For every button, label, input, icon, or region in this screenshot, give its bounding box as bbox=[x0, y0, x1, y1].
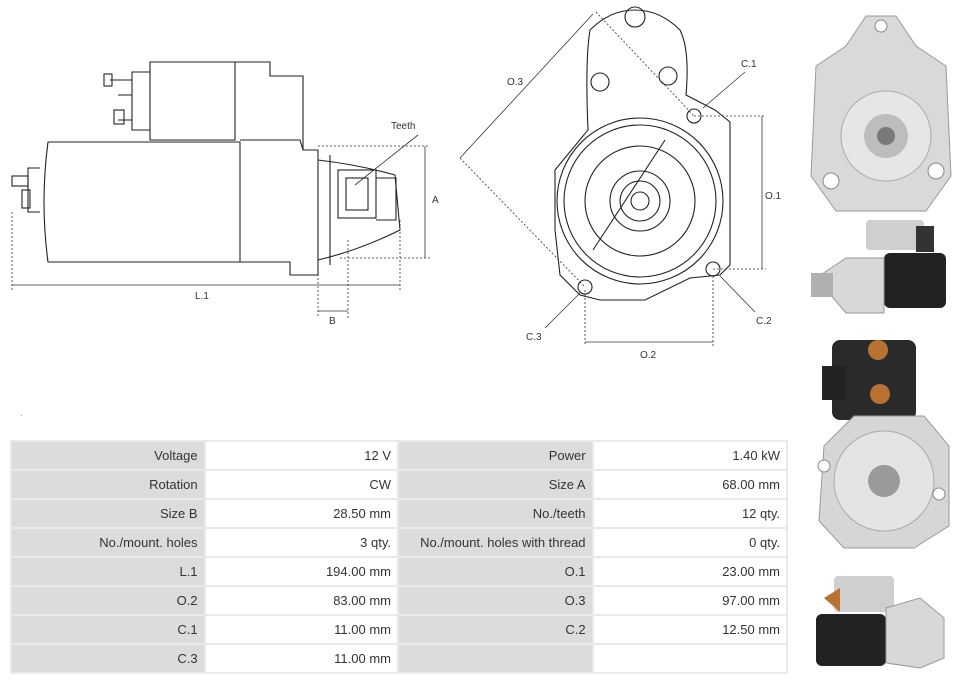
spec-label: No./teeth bbox=[397, 498, 594, 529]
product-photo-side bbox=[811, 220, 946, 314]
spec-value: CW bbox=[203, 469, 400, 500]
label-b: B bbox=[329, 316, 336, 327]
label-c3: C.3 bbox=[526, 332, 542, 343]
spec-value: 1.40 kW bbox=[591, 440, 789, 471]
spec-label: O.2 bbox=[10, 585, 206, 616]
spec-value: 12 qty. bbox=[591, 498, 789, 529]
spec-value: 12.50 mm bbox=[591, 614, 789, 645]
spec-value: 83.00 mm bbox=[203, 585, 400, 616]
spec-value: 11.00 mm bbox=[203, 614, 400, 645]
label-teeth: Teeth bbox=[391, 121, 415, 132]
spec-label: Rotation bbox=[10, 469, 206, 500]
spec-label: C.3 bbox=[10, 643, 206, 674]
product-photo-side-2 bbox=[816, 576, 945, 669]
product-photo-front bbox=[810, 15, 952, 212]
spec-label: O.3 bbox=[397, 585, 594, 616]
spec-value: 0 qty. bbox=[591, 527, 789, 558]
spec-label: L.1 bbox=[10, 556, 206, 587]
label-l1: L.1 bbox=[195, 291, 209, 302]
label-o1: O.1 bbox=[765, 191, 782, 202]
technical-drawing: Teeth A L.1 B O.3 C.1 O.1 C.2 C. bbox=[11, 6, 782, 360]
spec-value bbox=[591, 643, 789, 674]
label-c1: C.1 bbox=[741, 59, 757, 70]
spec-label: No./mount. holes with thread bbox=[397, 527, 594, 558]
spec-value: 11.00 mm bbox=[203, 643, 400, 674]
label-a: A bbox=[432, 195, 439, 206]
spec-label: Voltage bbox=[10, 440, 206, 471]
spec-label: Size B bbox=[10, 498, 206, 529]
spec-value: 12 V bbox=[203, 440, 400, 471]
label-o2: O.2 bbox=[640, 350, 657, 360]
product-photo-rear bbox=[817, 340, 950, 549]
spec-label: C.2 bbox=[397, 614, 594, 645]
product-photos bbox=[800, 0, 958, 692]
spec-label bbox=[397, 643, 594, 674]
spec-label: Power bbox=[397, 440, 594, 471]
label-o3: O.3 bbox=[507, 77, 524, 88]
spec-value: 23.00 mm bbox=[591, 556, 789, 587]
spec-value: 3 qty. bbox=[203, 527, 400, 558]
spec-label: Size A bbox=[397, 469, 594, 500]
spec-label: No./mount. holes bbox=[10, 527, 206, 558]
spec-value: 97.00 mm bbox=[591, 585, 789, 616]
spec-value: 194.00 mm bbox=[203, 556, 400, 587]
spec-label: O.1 bbox=[397, 556, 594, 587]
label-c2: C.2 bbox=[756, 316, 772, 327]
spec-value: 68.00 mm bbox=[591, 469, 789, 500]
watermark-dot: · bbox=[20, 410, 23, 420]
spec-label: C.1 bbox=[10, 614, 206, 645]
spec-value: 28.50 mm bbox=[203, 498, 400, 529]
